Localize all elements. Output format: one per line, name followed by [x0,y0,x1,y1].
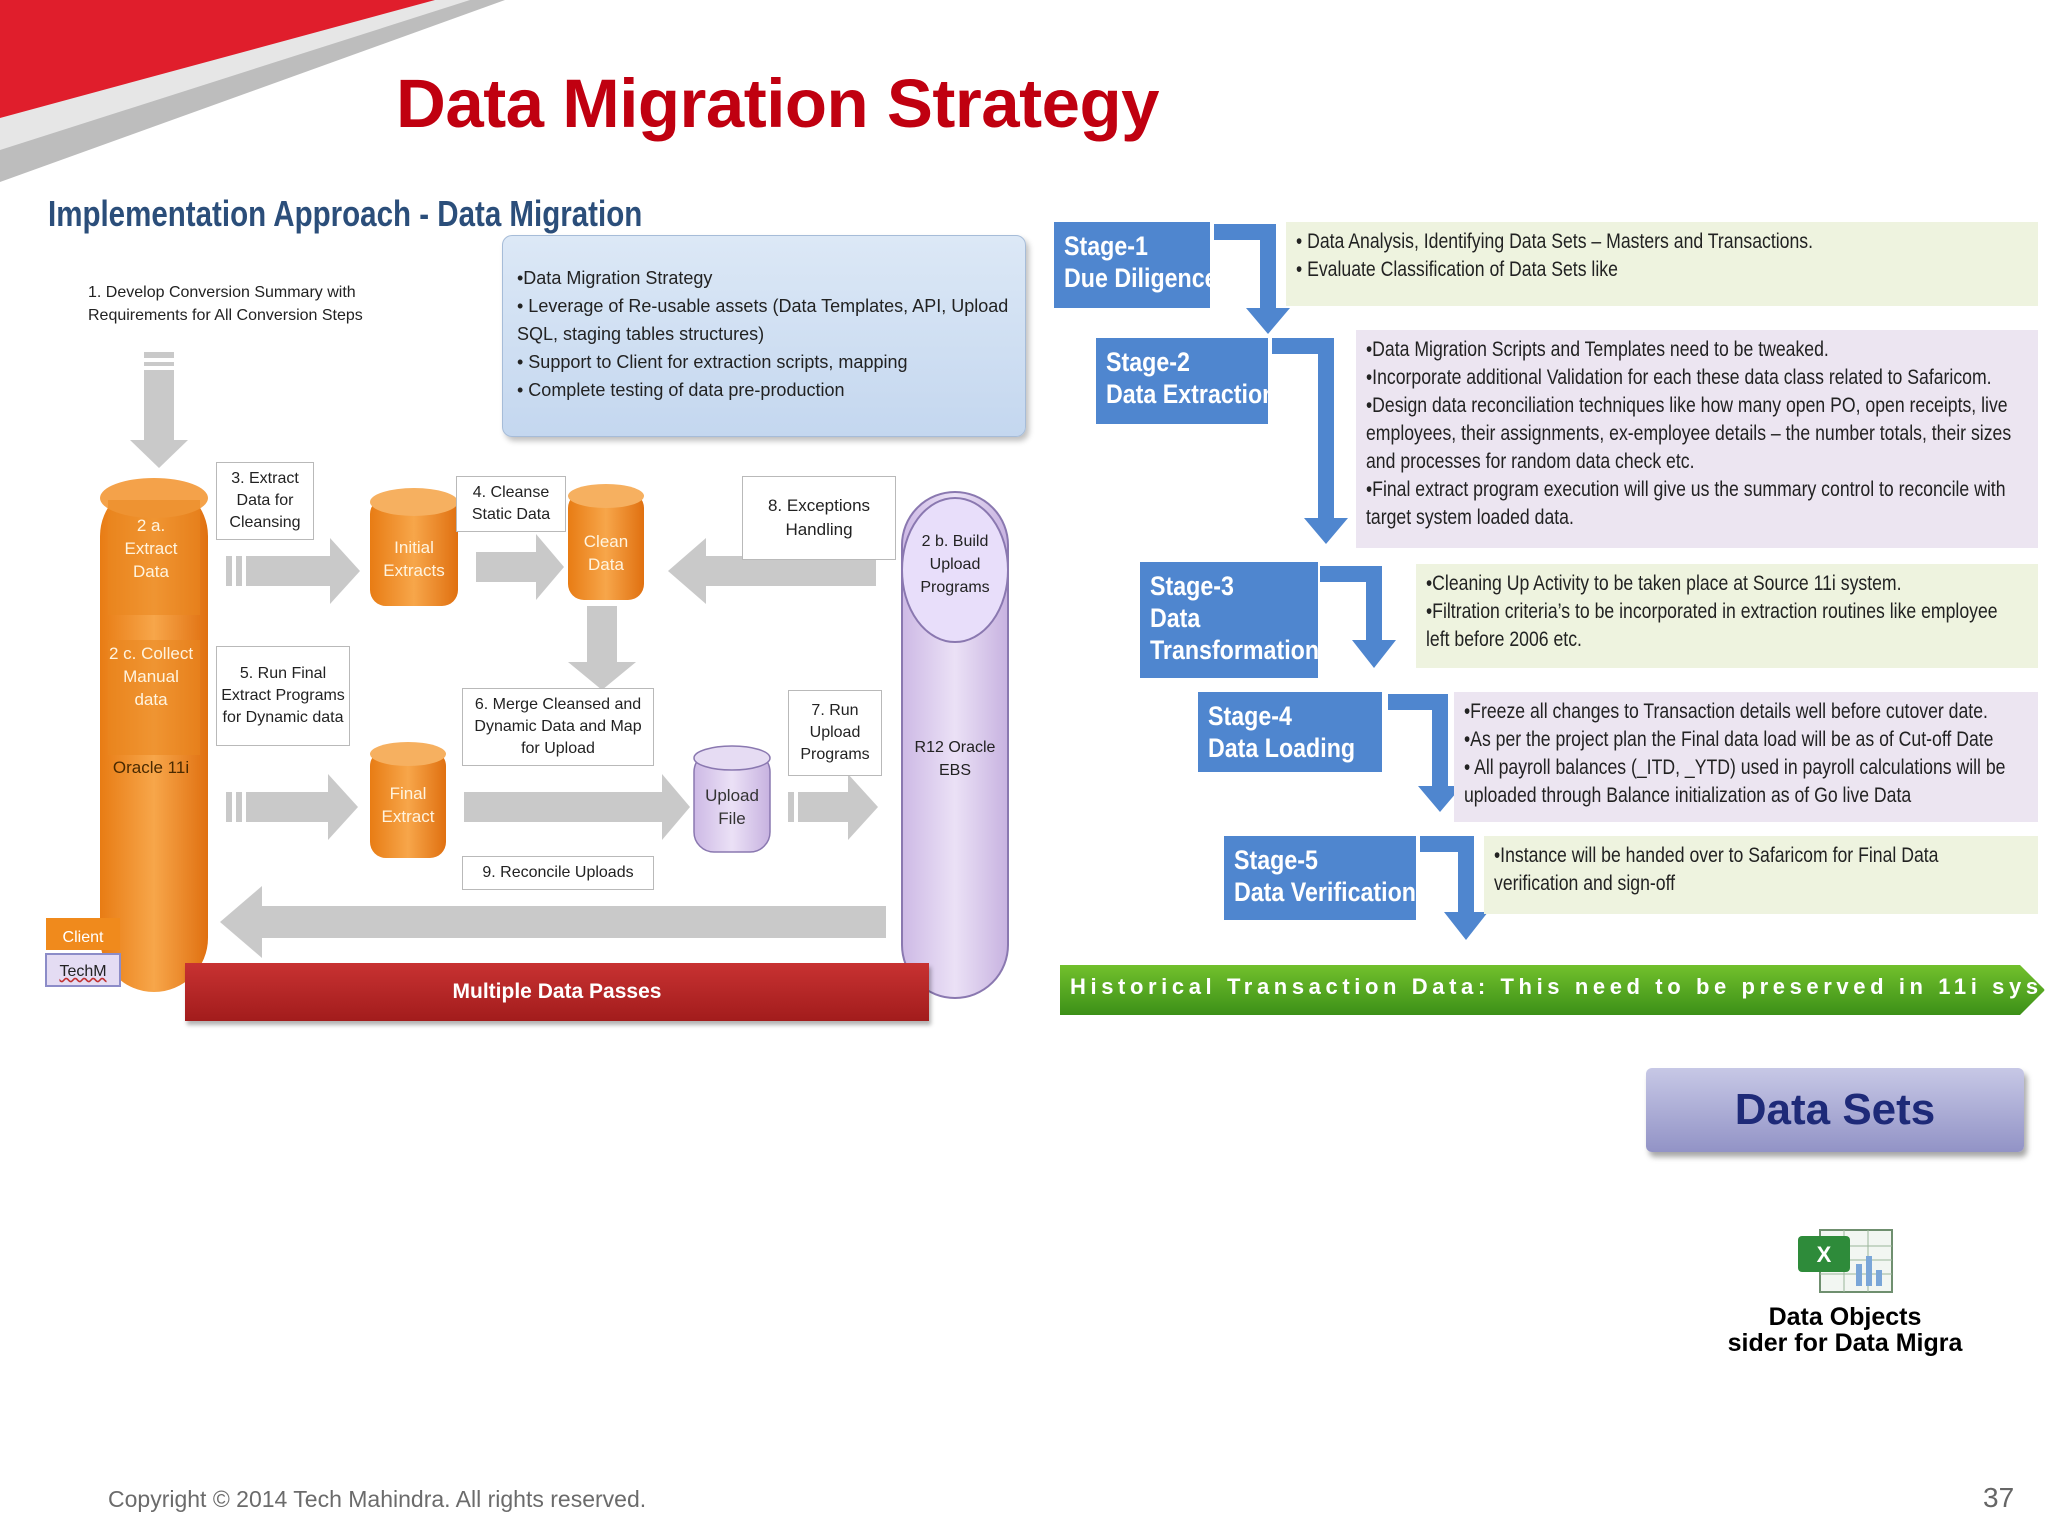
techm-swatch [45,953,121,987]
client-swatch [46,918,120,950]
arrows-row1 [226,534,876,690]
step9-box: 9. Reconcile Uploads [462,856,654,890]
oracle-11i-cylinder [100,478,208,992]
arrow-down-step1 [130,352,188,468]
stage5-description: •Instance will be handed over to Safaric… [1484,836,2038,914]
data-sets-button[interactable]: Data Sets [1646,1068,2024,1152]
page-title: Data Migration Strategy [396,65,1159,142]
stage4-description: •Freeze all changes to Transaction detai… [1454,692,2038,822]
upload-file-cylinder [693,745,771,853]
copyright-footer: Copyright © 2014 Tech Mahindra. All righ… [108,1486,647,1512]
svg-text:X: X [1817,1242,1832,1267]
clean-data-cylinder [568,484,644,600]
stage3-description: •Cleaning Up Activity to be taken place … [1416,564,2038,668]
multiple-data-passes-bar: Multiple Data Passes [185,963,929,1021]
historical-banner-text: Historical Transaction Data: This need t… [1070,974,2048,999]
historical-banner-arrow [1060,965,2045,1015]
approach-diagram [45,352,1009,999]
strategy-bullets-box: •Data Migration Strategy • Leverage of R… [502,235,1026,437]
techm-label: TechM [59,963,107,980]
final-extract-cylinder [370,742,446,858]
oracle-11i-label: Oracle 11i [112,758,190,777]
stage-connector-arrows [1214,224,1488,940]
client-label: Client [62,929,104,946]
excel-file-icon[interactable]: X [1796,1226,1900,1296]
arrows-row2 [220,774,886,958]
r12-cylinder [901,491,1009,999]
page-number: 37 [1983,1482,2015,1513]
approach-title: Implementation Approach - Data Migration [48,193,643,234]
stage1-description: • Data Analysis, Identifying Data Sets –… [1286,222,2038,306]
initial-extracts-cylinder [370,488,458,606]
corner-decoration [0,0,505,182]
stage2-description: •Data Migration Scripts and Templates ne… [1356,330,2038,548]
